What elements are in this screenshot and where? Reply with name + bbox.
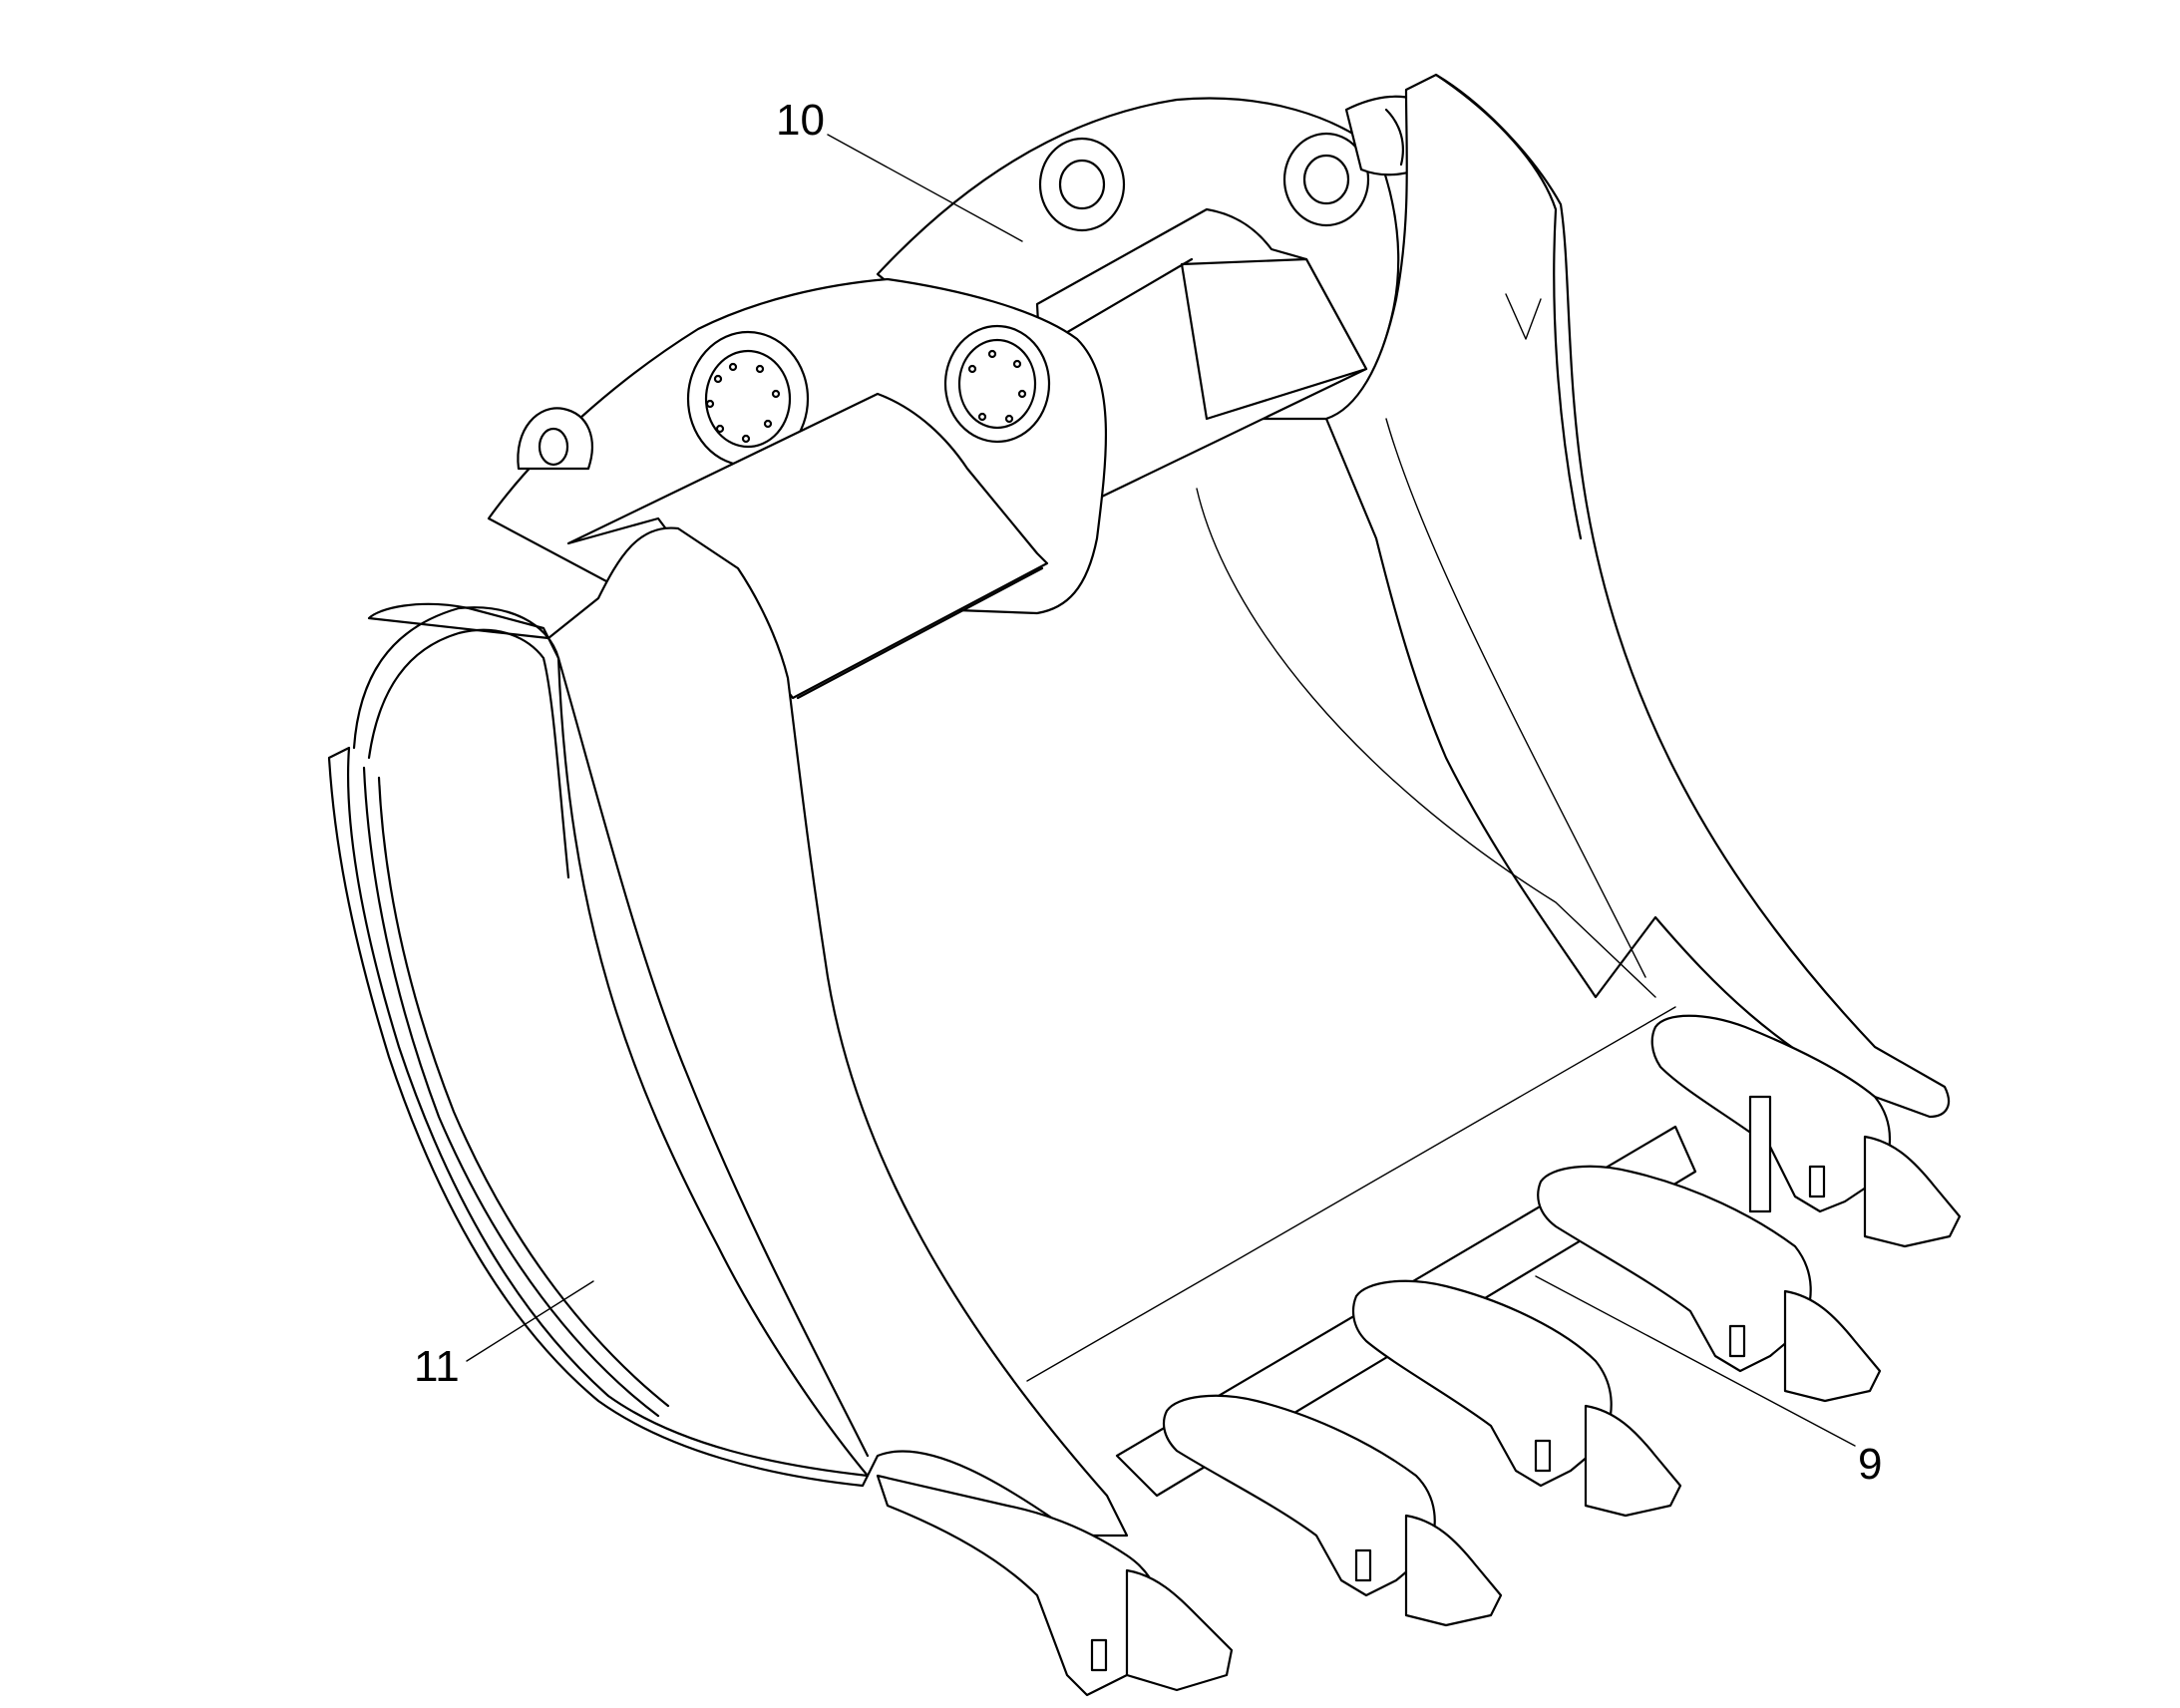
cross-beam xyxy=(1035,207,1368,511)
callout-10: 10 xyxy=(776,96,825,145)
callout-11: 11 xyxy=(414,1342,460,1391)
tooth-1 xyxy=(876,1474,1234,1697)
tooth-4 xyxy=(1537,1165,1882,1403)
bucket-interior xyxy=(1196,418,1656,998)
teeth xyxy=(876,1014,1962,1697)
bolt-holes xyxy=(705,349,1027,444)
near-side-wall xyxy=(327,526,1129,1537)
tooth-5 xyxy=(1650,1014,1962,1248)
near-top-plate xyxy=(566,392,1049,700)
callout-labels: 10 11 9 xyxy=(414,96,1882,1489)
callout-9: 9 xyxy=(1858,1440,1882,1489)
leader-lines xyxy=(466,134,1856,1447)
tooth-2 xyxy=(1162,1394,1503,1627)
tooth-3 xyxy=(1351,1279,1682,1518)
